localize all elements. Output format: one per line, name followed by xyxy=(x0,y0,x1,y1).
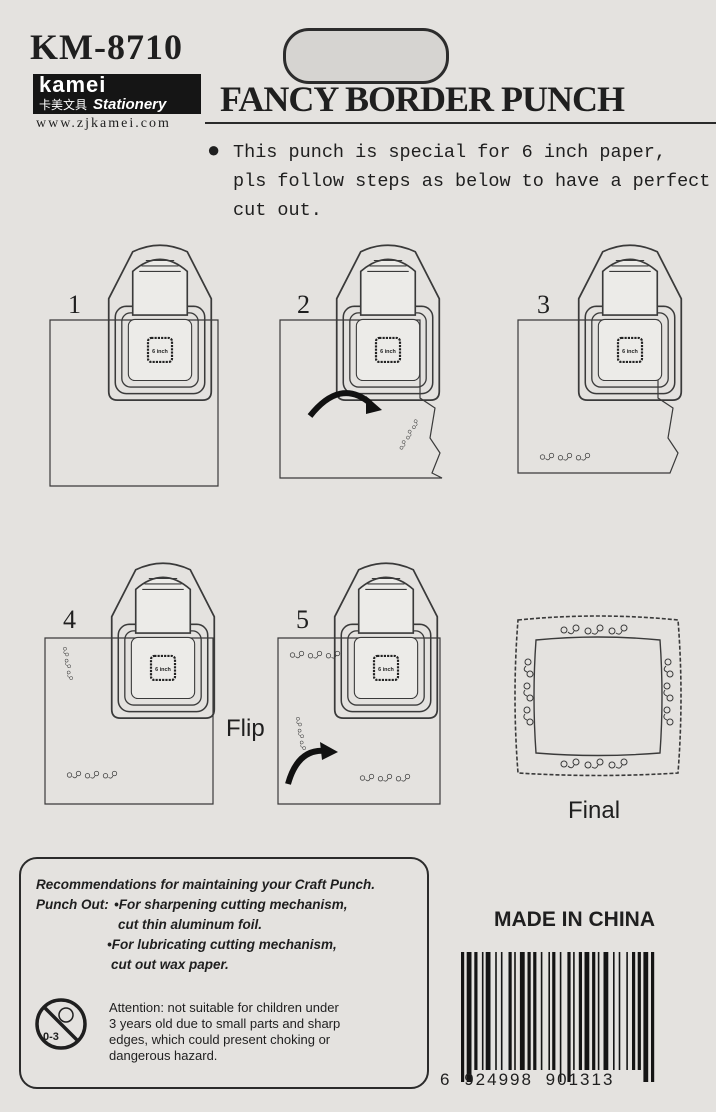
attention-line: edges, which could present choking or xyxy=(109,1032,331,1047)
barcode-right-digits: 901313 xyxy=(545,1070,615,1089)
step-2-diagram xyxy=(279,244,443,479)
attention-line: 3 years old due to small parts and sharp xyxy=(109,1016,341,1031)
barcode-bar xyxy=(552,952,556,1070)
barcode-bar xyxy=(592,952,596,1070)
step-2-number: 2 xyxy=(297,290,310,319)
barcode-bar xyxy=(618,952,621,1070)
product-title: FANCY BORDER PUNCH xyxy=(220,79,625,119)
barcode-bar xyxy=(651,952,655,1082)
barcode-bar xyxy=(495,952,497,1070)
flip-label: Flip xyxy=(226,715,265,742)
bullet-icon: ● xyxy=(207,137,221,162)
attention-line: dangerous hazard. xyxy=(109,1048,218,1063)
recommendation-item: •For sharpening cutting mechanism, xyxy=(114,897,348,912)
barcode-bar xyxy=(466,952,472,1082)
barcode-bar xyxy=(519,952,525,1070)
final-label: Final xyxy=(568,797,621,824)
punch-out-label: Punch Out: xyxy=(36,897,109,912)
recommendations-box: Recommendations for maintaining your Cra… xyxy=(19,857,429,1089)
barcode-bar xyxy=(597,952,600,1070)
website: www.zjkamei.com xyxy=(36,116,171,131)
step-5-diagram xyxy=(277,562,441,805)
barcode-lead-digit: 6 xyxy=(440,1070,452,1089)
step-3-number: 3 xyxy=(537,290,550,319)
barcode-bar xyxy=(613,952,615,1070)
recommendation-item: cut out wax paper. xyxy=(111,957,229,972)
barcode-bar xyxy=(632,952,636,1070)
barcode-bar xyxy=(573,952,575,1070)
barcode-bar xyxy=(461,952,465,1082)
made-in-label: MADE IN CHINA xyxy=(494,908,655,931)
brand-logo: kamei 卡美文具 Stationery xyxy=(33,72,201,114)
hang-hole xyxy=(283,28,449,84)
logo-chinese: 卡美文具 xyxy=(39,98,88,112)
no-children-icon xyxy=(35,998,87,1050)
attention-line: Attention: not suitable for children und… xyxy=(109,1000,339,1015)
step-3-diagram xyxy=(517,244,683,474)
logo-subtitle: Stationery xyxy=(93,96,167,113)
barcode-bar xyxy=(584,952,590,1070)
step-4-diagram xyxy=(44,562,216,805)
instruction-line: This punch is special for 6 inch paper, xyxy=(233,142,666,163)
final-diagram xyxy=(514,615,682,777)
barcode-bar xyxy=(643,952,649,1082)
barcode-bar xyxy=(540,952,543,1070)
barcode-bar xyxy=(508,952,512,1070)
recommendations-title: Recommendations for maintaining your Cra… xyxy=(36,877,376,892)
recommendation-item: cut thin aluminum foil. xyxy=(118,917,262,932)
barcode-bar xyxy=(567,952,571,1082)
logo-wordmark: kamei xyxy=(39,72,107,97)
barcode-left-digits: 924998 xyxy=(464,1070,533,1089)
barcode-numbers: 6 924998 901313 xyxy=(440,1070,614,1090)
barcode-bar xyxy=(500,952,503,1070)
barcode-bar xyxy=(474,952,478,1070)
barcode-bar xyxy=(548,952,550,1070)
barcode-bar xyxy=(578,952,582,1070)
instruction-line: pls follow steps as below to have a perf… xyxy=(233,171,711,192)
barcode-bar xyxy=(637,952,641,1070)
step-4-number: 4 xyxy=(63,605,76,634)
age-label: 0-3 xyxy=(43,1031,59,1043)
barcode-bar xyxy=(485,952,491,1070)
title-underline xyxy=(205,122,716,124)
instruction-line: cut out. xyxy=(233,200,322,221)
step-1-diagram xyxy=(49,244,219,487)
recommendation-item: •For lubricating cutting mechanism, xyxy=(107,937,337,952)
barcode xyxy=(461,952,655,1082)
step-5-number: 5 xyxy=(296,605,309,634)
barcode-bar xyxy=(559,952,562,1082)
attention-text: Attention: not suitable for children und… xyxy=(109,1000,409,1064)
barcode-bar xyxy=(514,952,516,1070)
instructions: This punch is special for 6 inch paper, … xyxy=(233,138,710,225)
barcode-bar xyxy=(533,952,537,1070)
model-number: KM-8710 xyxy=(30,27,183,67)
barcode-bar xyxy=(626,952,628,1070)
barcode-bar xyxy=(481,952,484,1070)
barcode-bar xyxy=(603,952,609,1070)
barcode-bar xyxy=(527,952,531,1070)
step-1-number: 1 xyxy=(68,290,81,319)
